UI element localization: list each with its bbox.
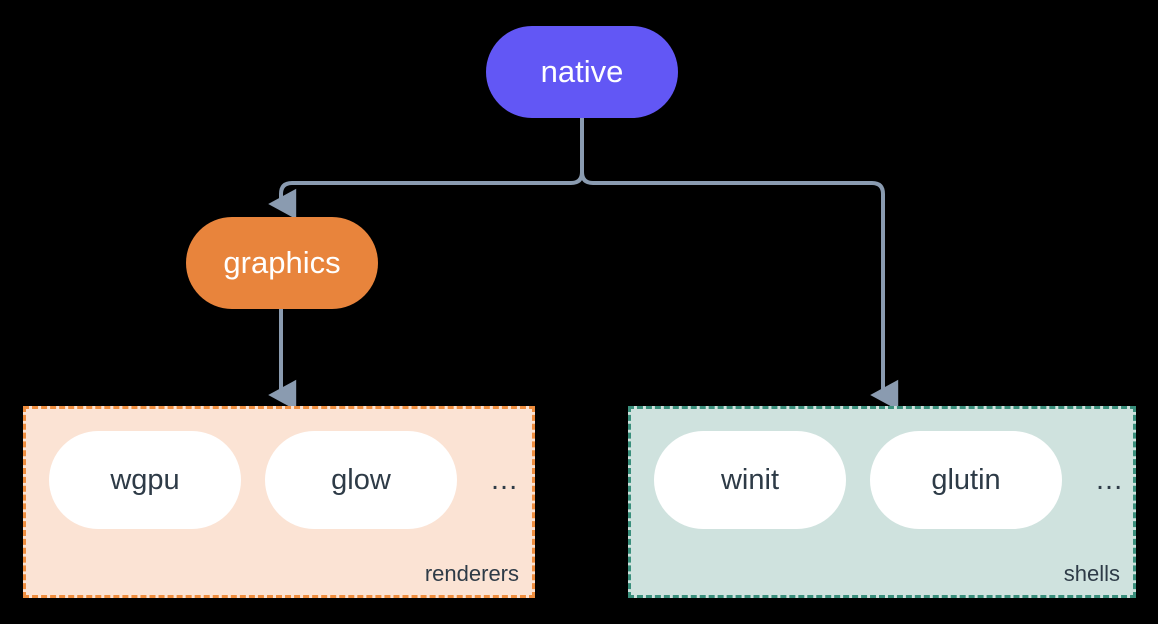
edge-native-to-graphics [268,171,584,220]
pill-label: glutin [931,463,1001,496]
group-shells: winit glutin ... shells [628,406,1136,598]
renderers-item-row: wgpu glow ... [49,431,518,529]
node-graphics-label: graphics [223,245,341,280]
group-renderers: wgpu glow ... renderers [23,406,535,598]
pill-label: wgpu [110,463,180,496]
node-native[interactable]: native [486,26,678,118]
shells-item-row: winit glutin ... [654,431,1123,529]
list-item[interactable]: winit [654,431,846,529]
pill-label: glow [331,463,391,496]
list-item[interactable]: glow [265,431,457,529]
list-item[interactable]: glutin [870,431,1062,529]
renderers-overflow-ellipsis: ... [491,463,519,496]
list-item[interactable]: wgpu [49,431,241,529]
node-native-label: native [540,54,624,89]
node-graphics[interactable]: graphics [186,217,378,309]
shells-overflow-ellipsis: ... [1096,463,1124,496]
edge-native-to-shells [580,171,899,411]
group-shells-label: shells [1063,561,1120,586]
pill-label: winit [720,463,779,496]
group-renderers-label: renderers [424,561,519,586]
